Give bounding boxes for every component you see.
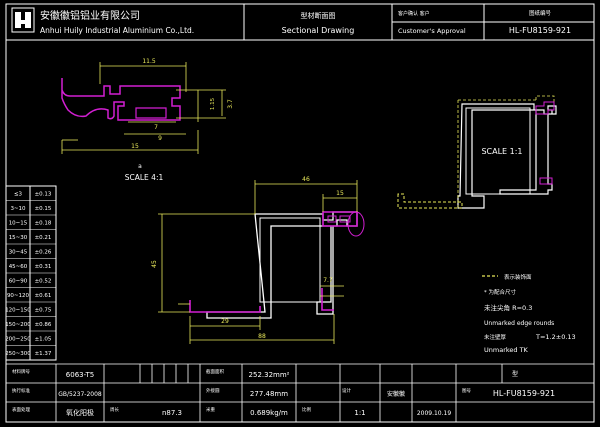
tolerance-range: ≤3 bbox=[14, 191, 23, 197]
tolerance-range: 15~30 bbox=[9, 235, 28, 241]
title-block bbox=[6, 363, 594, 422]
tolerance-range: 3~10 bbox=[10, 206, 26, 212]
dim-top-width: 11.5 bbox=[142, 58, 156, 65]
dim-main-lip: 7.7 bbox=[323, 277, 333, 284]
tolerance-range: 120~150 bbox=[5, 307, 31, 313]
dim-top-inner: 9 bbox=[158, 135, 162, 142]
note-5: T=1.2±0.13 bbox=[535, 333, 576, 341]
standard-label: 执行标准 bbox=[12, 387, 30, 394]
title-en: Sectional Drawing bbox=[282, 26, 355, 35]
surface-label: 表面处理 bbox=[12, 406, 30, 413]
dim-main-height: 45 bbox=[151, 260, 158, 268]
tolerance-value: ±0.61 bbox=[35, 293, 52, 299]
weight-label: 米重 bbox=[206, 406, 215, 413]
company-logo bbox=[11, 7, 35, 33]
tolerance-value: ±1.37 bbox=[35, 351, 52, 357]
alloy-value: 6063-T5 bbox=[66, 371, 94, 379]
tolerance-range: 200~250 bbox=[5, 336, 31, 342]
designer-label: 设计 bbox=[342, 387, 351, 394]
note-2: 未注尖角 R=0.3 bbox=[484, 303, 532, 312]
dim-top-base: 15 bbox=[131, 143, 139, 150]
tolerance-value: ±0.75 bbox=[35, 307, 52, 313]
right-scale-label: SCALE 1:1 bbox=[481, 147, 522, 156]
tolerance-value: ±0.52 bbox=[35, 278, 52, 284]
scale-label: 比例 bbox=[302, 406, 311, 413]
note-4: 未注壁厚 bbox=[484, 333, 507, 341]
surface-value: 氧化阳极 bbox=[66, 408, 94, 417]
tolerance-value: ±0.86 bbox=[35, 322, 52, 328]
perimeter-value: n87.3 bbox=[162, 409, 182, 417]
title-cn: 型材断面图 bbox=[301, 11, 336, 20]
dim-top-height2: 1.15 bbox=[210, 97, 216, 110]
circumcircle-value: 277.48mm bbox=[250, 390, 288, 398]
alloy-label: 材料牌号 bbox=[12, 368, 30, 375]
dim-main-cap: 15 bbox=[336, 190, 344, 197]
weight-value: 0.689kg/m bbox=[250, 409, 288, 417]
outer-frame bbox=[5, 3, 595, 423]
tolerance-value: ±1.05 bbox=[35, 336, 52, 342]
top-scale-label: SCALE 4:1 bbox=[125, 173, 164, 182]
approval-en: Customer's Approval bbox=[398, 27, 466, 35]
dim-main-flange: 29 bbox=[221, 318, 229, 325]
designer-value: 安徽徽 bbox=[387, 390, 405, 398]
area-value: 252.32mm² bbox=[249, 371, 290, 379]
tolerance-value: ±0.13 bbox=[35, 191, 52, 197]
part-value: HL-FU8159-921 bbox=[493, 389, 555, 398]
perimeter-label: 周长 bbox=[110, 406, 119, 413]
note-1: * 为配合尺寸 bbox=[484, 288, 516, 296]
dim-main-base: 88 bbox=[258, 333, 266, 340]
right-scaled-view bbox=[397, 95, 557, 210]
drawing-no-label: 图纸编号 bbox=[529, 9, 552, 17]
dim-top-height: 3.7 bbox=[227, 99, 234, 109]
drawing-no: HL-FU8159-921 bbox=[509, 26, 571, 35]
tolerance-value: ±0.15 bbox=[35, 206, 52, 212]
tolerance-value: ±0.26 bbox=[35, 249, 52, 255]
tolerance-table: ≤3 ±0.13 3~10 ±0.15 10~15 ±0.18 15~30 ±0.21 30~4… bbox=[5, 185, 57, 361]
tolerance-value: ±0.31 bbox=[35, 264, 52, 270]
tolerance-value: ±0.21 bbox=[35, 235, 52, 241]
main-section-view bbox=[158, 180, 365, 344]
note-legend: 表示装饰面 bbox=[504, 273, 532, 281]
standard-value: GB/5237-2008 bbox=[58, 391, 102, 398]
view-marker-a: a bbox=[138, 163, 142, 170]
tolerance-range: 10~15 bbox=[9, 220, 28, 226]
part-top: 型 bbox=[512, 370, 518, 378]
company-name-cn: 安徽徽铝铝业有限公司 bbox=[40, 9, 140, 22]
tolerance-range: 90~120 bbox=[7, 293, 30, 299]
note-3: Unmarked edge rounds bbox=[484, 320, 554, 327]
note-6: Unmarked TK bbox=[484, 346, 529, 354]
dim-top-slot: 7 bbox=[154, 124, 158, 131]
tolerance-range: 30~45 bbox=[9, 249, 28, 255]
top-detail-view bbox=[61, 62, 226, 154]
tolerance-range: 150~200 bbox=[5, 322, 31, 328]
approval-cn: 客户确认 客户 bbox=[398, 10, 430, 17]
circumcircle-label: 外接圆 bbox=[206, 387, 220, 394]
company-name-en: Anhui Huily Industrial Aluminium Co.,Ltd… bbox=[40, 26, 194, 35]
tolerance-value: ±0.18 bbox=[35, 220, 52, 226]
tolerance-range: 45~60 bbox=[9, 264, 28, 270]
date-value: 2009.10.19 bbox=[417, 410, 452, 417]
area-label: 截面面积 bbox=[206, 368, 224, 375]
dim-main-width: 46 bbox=[302, 176, 310, 183]
part-label: 图号 bbox=[462, 388, 471, 394]
tolerance-range: 250~300 bbox=[5, 351, 31, 357]
scale-value: 1:1 bbox=[354, 409, 365, 417]
tolerance-range: 60~90 bbox=[9, 278, 28, 284]
